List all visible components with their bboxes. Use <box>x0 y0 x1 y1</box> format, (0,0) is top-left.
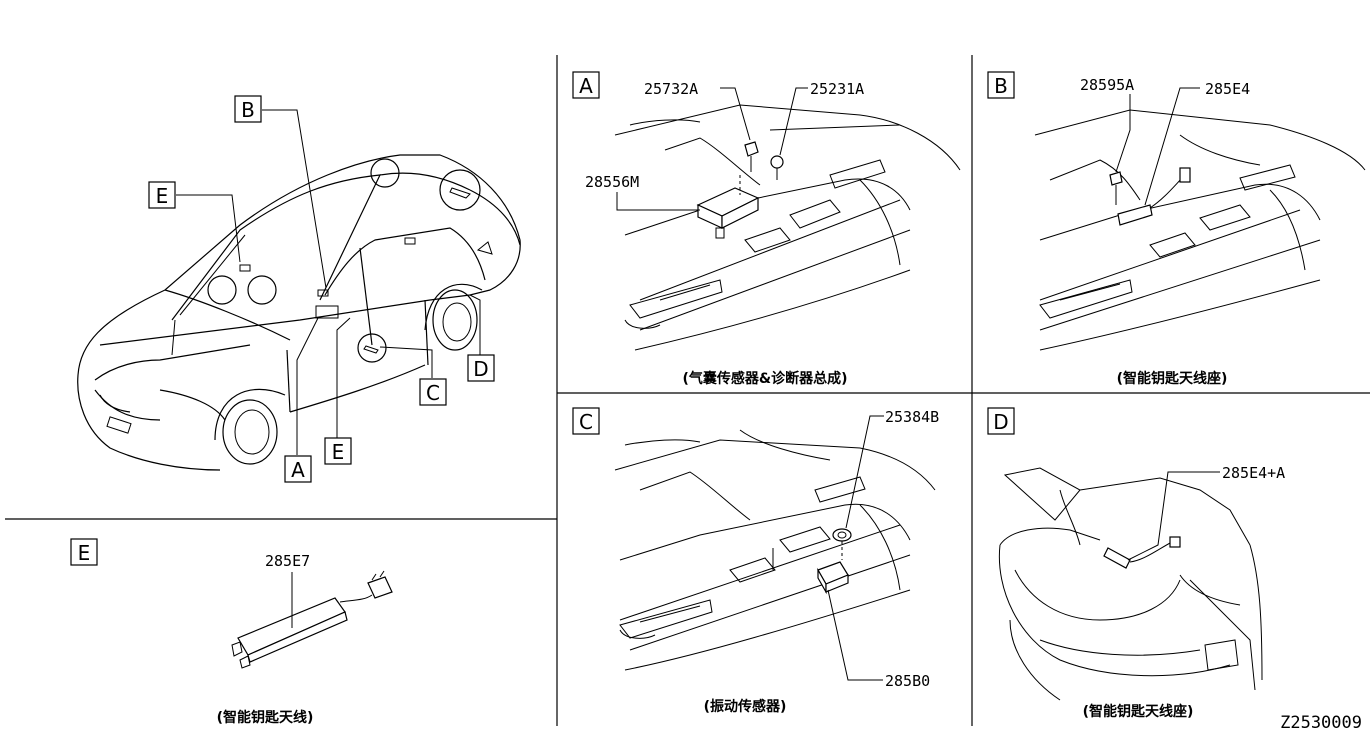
panel-D-tag: D <box>993 410 1008 434</box>
callout-D: D <box>467 354 495 382</box>
part-285B0-label: 285B0 <box>885 672 930 690</box>
part-28595A-label: 28595A <box>1080 76 1134 94</box>
panel-E: E 285E7 (智能钥匙天线) <box>70 538 393 726</box>
panel-A-caption: (气囊传感器&诊断器总成) <box>682 370 847 387</box>
callout-B: B <box>234 95 262 123</box>
callout-E-top-label: E <box>156 184 169 208</box>
panel-E-tag: E <box>78 541 91 565</box>
antenna-illustration <box>231 570 393 669</box>
part-25231A-label: 25231A <box>810 80 864 98</box>
part-285E7-label: 285E7 <box>265 552 310 570</box>
part-25384B-label: 25384B <box>885 408 939 426</box>
panel-B-tag: B <box>994 74 1008 98</box>
callout-C: C <box>419 378 447 406</box>
panel-D-trunk-drawing <box>998 467 1263 701</box>
drawing-number: Z2530009 <box>1280 713 1362 733</box>
callout-C-label: C <box>426 381 440 405</box>
panel-E-caption: (智能钥匙天线) <box>217 709 314 726</box>
callout-A-label: A <box>291 458 305 482</box>
panel-D: D 285E4+A (智能钥匙天线座) <box>987 407 1285 720</box>
panel-C-caption: (振动传感器) <box>704 698 787 715</box>
panel-A-floor-drawing <box>614 104 961 351</box>
panel-C-floor-drawing <box>614 429 936 671</box>
callout-E-bottom-label: E <box>332 440 345 464</box>
car-overview-illustration <box>77 109 521 471</box>
panel-dividers <box>5 55 1370 726</box>
panel-D-caption: (智能钥匙天线座) <box>1083 703 1194 720</box>
callout-E-bottom: E <box>324 437 352 465</box>
panel-B: B 28595A 285E4 (智能钥匙天线座) <box>987 71 1366 387</box>
panel-B-floor-drawing <box>1034 109 1366 351</box>
part-285E4-label: 285E4 <box>1205 80 1250 98</box>
callout-B-label: B <box>241 98 255 122</box>
callout-E-top: E <box>148 181 176 209</box>
panel-B-caption: (智能钥匙天线座) <box>1117 370 1228 387</box>
part-285E4A-label: 285E4+A <box>1222 464 1285 482</box>
callout-D-label: D <box>473 357 488 381</box>
panel-A-tag: A <box>579 74 593 98</box>
part-25732A-label: 25732A <box>644 80 698 98</box>
panel-C: C 25384B <box>572 407 939 715</box>
panel-C-tag: C <box>579 410 593 434</box>
callout-A: A <box>284 455 312 483</box>
panel-A: A <box>572 71 961 387</box>
part-28556M-label: 28556M <box>585 173 639 191</box>
